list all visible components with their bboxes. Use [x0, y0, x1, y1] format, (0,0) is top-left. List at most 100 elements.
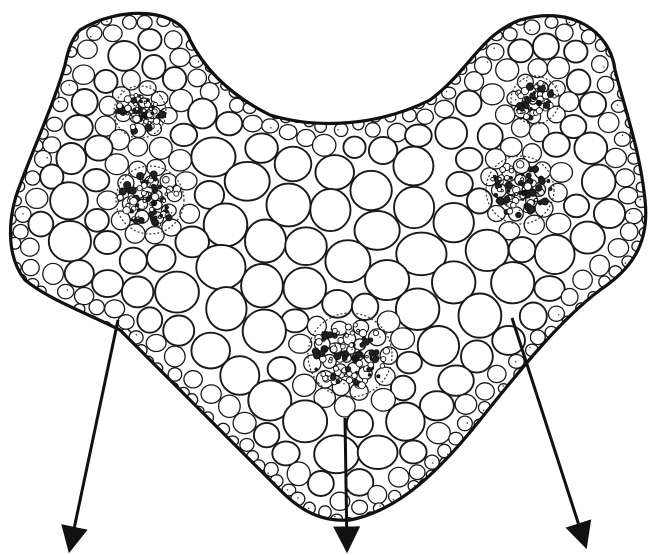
cell — [524, 215, 544, 234]
cell — [418, 326, 459, 366]
cell — [508, 505, 549, 548]
cell — [0, 182, 12, 199]
cell — [0, 122, 19, 149]
stipple-dot — [483, 410, 485, 412]
cell — [283, 400, 327, 442]
cell — [614, 132, 630, 146]
cell — [586, 348, 631, 391]
arrow-left — [70, 320, 118, 548]
cell — [562, 0, 579, 15]
cell — [118, 315, 134, 330]
cell — [143, 374, 161, 391]
cell — [64, 115, 92, 140]
cell — [436, 471, 453, 486]
cell — [621, 223, 638, 241]
arrow-right — [512, 318, 585, 544]
cell — [123, 15, 137, 29]
cell — [592, 56, 608, 73]
stipple-dot — [31, 136, 33, 138]
cell — [155, 272, 199, 313]
cell — [163, 67, 186, 91]
cell — [594, 199, 625, 228]
stipple-dot — [406, 497, 408, 499]
cell — [485, 0, 507, 17]
cell — [352, 500, 368, 514]
cell — [184, 371, 202, 388]
stipple-dot — [432, 476, 434, 478]
cell — [322, 290, 352, 318]
cell — [47, 117, 63, 131]
cell — [528, 59, 547, 78]
cell — [506, 0, 524, 15]
stipple-dot — [629, 213, 631, 215]
stipple-dot — [54, 78, 56, 80]
stipple-dot — [515, 99, 517, 101]
cell — [72, 329, 96, 351]
stipple-dot — [69, 84, 71, 86]
cell — [535, 235, 575, 274]
cell — [142, 55, 165, 79]
cell — [0, 155, 15, 177]
cell — [287, 21, 328, 64]
cell — [433, 68, 449, 83]
cell — [94, 231, 121, 254]
cell — [198, 43, 213, 56]
stipple-dot — [57, 61, 59, 63]
stipple-dot — [447, 465, 449, 467]
cell — [176, 414, 196, 433]
stipple-dot — [171, 212, 173, 214]
cell — [423, 80, 438, 95]
cell — [267, 61, 301, 90]
stipple-dot — [8, 259, 10, 261]
cell — [524, 20, 540, 35]
stipple-dot — [513, 387, 515, 389]
cell — [420, 391, 454, 420]
stipple-dot — [593, 310, 595, 312]
cell — [623, 271, 639, 285]
cell — [623, 485, 658, 527]
cell — [356, 60, 387, 92]
cell — [49, 21, 68, 39]
cell — [100, 334, 120, 352]
stipple-dot — [293, 114, 295, 116]
cell — [120, 344, 135, 360]
cell — [564, 195, 589, 218]
cell — [105, 300, 125, 318]
cell — [108, 41, 140, 71]
cell — [250, 477, 266, 492]
cell — [146, 335, 166, 352]
stipple-dot — [446, 91, 448, 93]
stipple-dot — [552, 9, 554, 11]
stipple-dot — [193, 23, 195, 25]
cell — [633, 258, 648, 273]
cell — [163, 397, 183, 415]
cell — [190, 0, 216, 20]
stipple-dot — [87, 321, 89, 323]
stipple-dot — [296, 513, 298, 515]
cell — [65, 315, 82, 330]
cell — [533, 34, 559, 60]
cell — [377, 24, 420, 65]
cell — [0, 56, 24, 95]
cell — [534, 276, 564, 301]
cell — [215, 29, 242, 56]
cell — [446, 172, 472, 196]
cell — [559, 434, 600, 475]
cell — [7, 286, 26, 306]
cell — [309, 0, 352, 28]
cell — [426, 486, 445, 505]
stipple-dot — [519, 210, 521, 212]
cell — [491, 262, 534, 303]
cell — [287, 462, 310, 486]
cell — [455, 503, 496, 543]
cell — [8, 28, 41, 61]
cell — [453, 475, 481, 504]
cell — [548, 371, 580, 403]
stipple-dot — [144, 206, 146, 208]
cell — [31, 476, 73, 515]
cell — [23, 0, 58, 25]
cell — [393, 147, 433, 186]
cell — [424, 504, 455, 534]
cell — [409, 465, 425, 480]
stipple-dot — [622, 61, 624, 63]
